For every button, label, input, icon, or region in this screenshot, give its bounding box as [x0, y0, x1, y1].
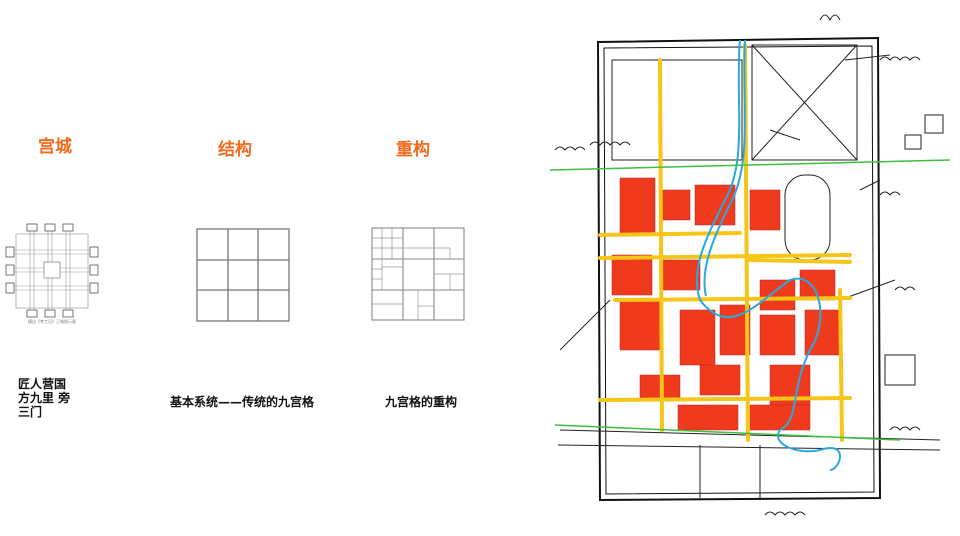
reconstruction-caption: 九宫格的重构: [385, 395, 458, 409]
palace-caption-line-3: 三门: [18, 405, 43, 419]
reconstructed-grid: [371, 227, 465, 321]
panel-title-palace-city: 宫城: [38, 137, 72, 157]
nine-square-grid: [196, 228, 290, 322]
palace-caption-line-2: 方九里 旁: [18, 391, 71, 405]
hand-sketch-site-plan: [549, 14, 951, 516]
panel-title-reconstruction: 重构: [396, 140, 430, 160]
palace-city-diagram: 摘自《考工记》王城图示意: [5, 223, 99, 324]
palace-diagram-caption: 摘自《考工记》王城图示意: [28, 318, 76, 324]
structure-caption: 基本系统——传统的九宫格: [170, 395, 315, 409]
palace-caption-line-1: 匠人营国: [18, 377, 67, 391]
panel-title-structure: 结构: [218, 140, 252, 160]
